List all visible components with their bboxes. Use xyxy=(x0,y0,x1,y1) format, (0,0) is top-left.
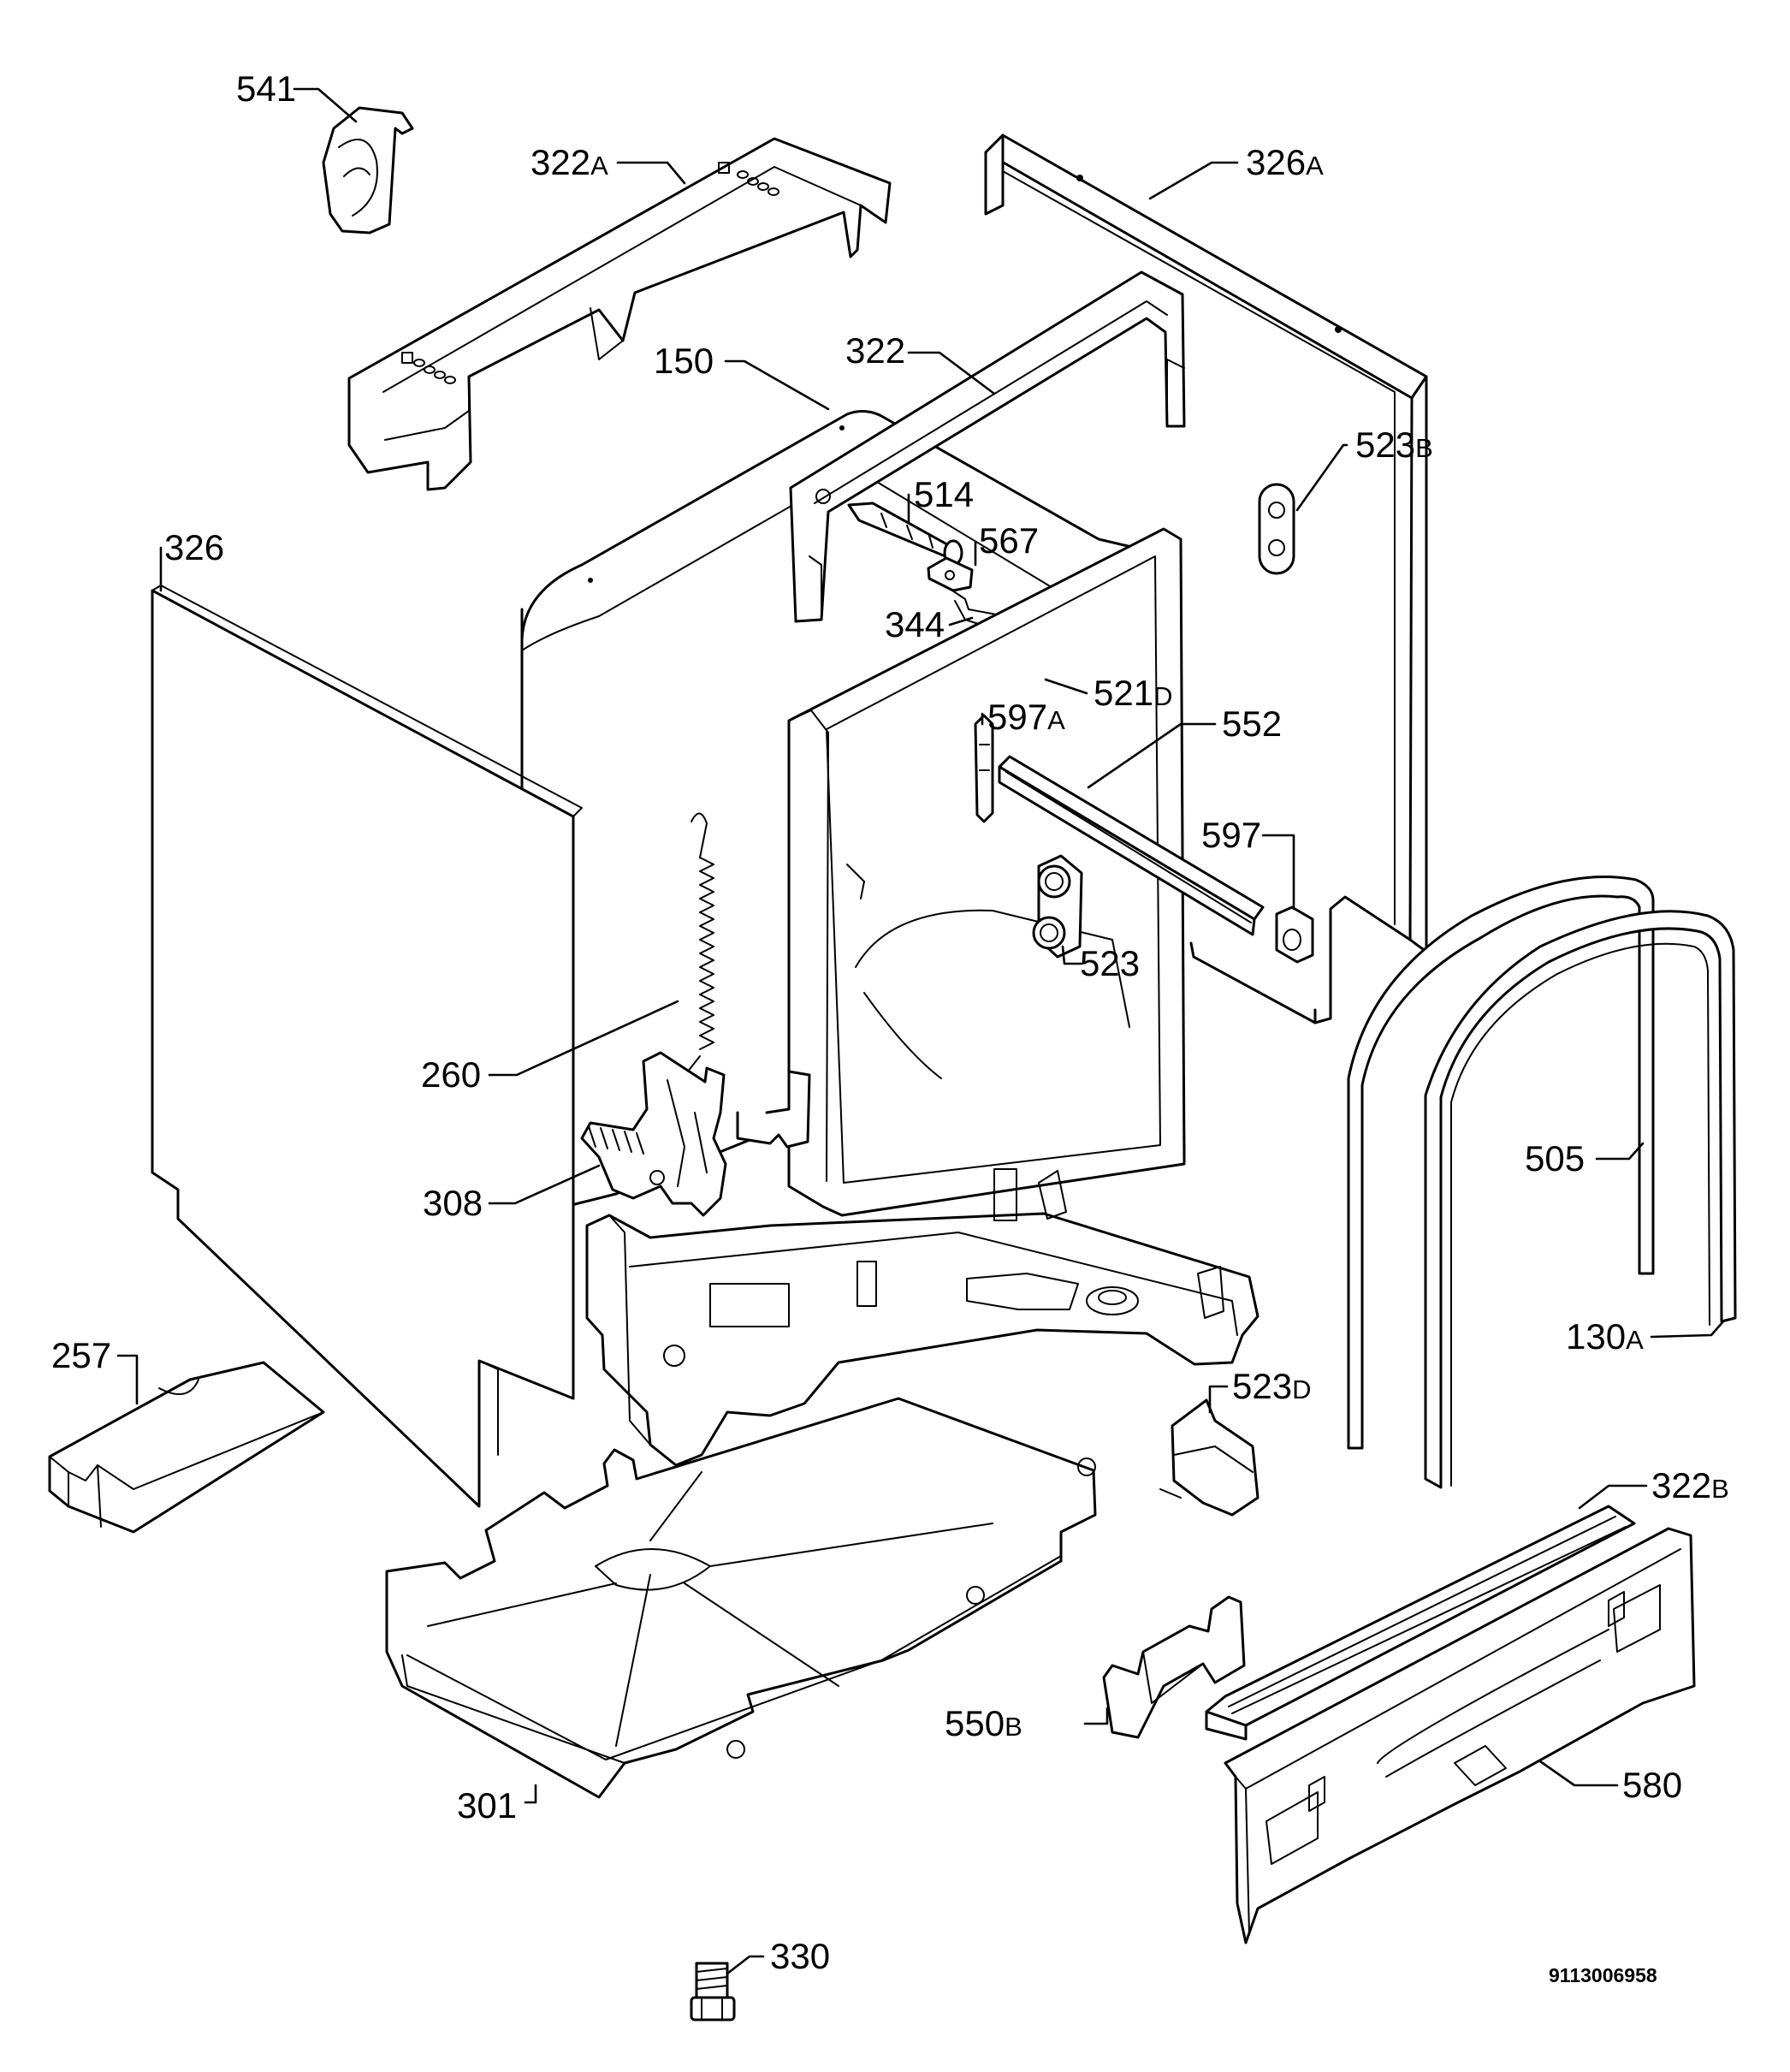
part-side-panel-326a xyxy=(984,134,1428,1024)
part-bracket-550b xyxy=(1102,1595,1246,1739)
part-grommet-523 xyxy=(1032,854,1083,959)
part-grommet-523b xyxy=(1258,483,1295,575)
callout-257: 257 xyxy=(51,1335,111,1375)
part-bracket-523d xyxy=(1159,1398,1260,1517)
callout-344: 344 xyxy=(885,604,945,644)
callout-523: 523 xyxy=(1080,943,1140,983)
part-fitting-330 xyxy=(690,1962,736,2022)
part-rail-322b xyxy=(1205,1505,1636,1741)
callout-150: 150 xyxy=(654,341,714,381)
callout-322a: 322A xyxy=(530,142,608,182)
callout-541: 541 xyxy=(236,68,296,109)
part-box-257 xyxy=(48,1361,325,1534)
callout-552: 552 xyxy=(1222,704,1282,744)
callout-523b: 523B xyxy=(1355,424,1433,465)
callout-597: 597 xyxy=(1201,815,1261,855)
part-endcap-597 xyxy=(1275,905,1314,964)
part-clip-541 xyxy=(322,106,414,235)
callout-514: 514 xyxy=(914,474,974,514)
callout-308: 308 xyxy=(423,1183,483,1223)
part-bracket-567 xyxy=(927,556,974,592)
callout-505: 505 xyxy=(1525,1138,1585,1178)
leader-lines xyxy=(116,87,1725,1975)
callout-260: 260 xyxy=(421,1054,481,1095)
callout-322: 322 xyxy=(845,330,905,371)
callout-labels: 541 322A 326A 150 322 523B 514 567 326 3… xyxy=(51,68,1729,1986)
part-top-frame-322a xyxy=(347,137,892,491)
callout-130a: 130A xyxy=(1566,1316,1644,1357)
part-side-panel-326 xyxy=(151,585,583,1508)
part-base-frame xyxy=(585,1168,1260,1467)
part-rail-552 xyxy=(998,755,1265,936)
document-number: 9113006958 xyxy=(1549,1964,1657,1986)
callout-326: 326 xyxy=(164,527,224,567)
part-kickplate-580 xyxy=(1224,1527,1696,1944)
callout-567: 567 xyxy=(979,520,1039,561)
callout-326a: 326A xyxy=(1246,142,1324,182)
part-top-frame-322 xyxy=(789,270,1186,623)
callout-580: 580 xyxy=(1622,1765,1682,1805)
part-gasket-130a xyxy=(1424,910,1737,1489)
part-tub-front-frame xyxy=(736,527,1186,1217)
part-tray-301 xyxy=(385,1397,1097,1799)
part-gasket-505 xyxy=(1347,876,1655,1450)
part-clip-597a xyxy=(974,714,994,823)
callout-521d: 521D xyxy=(1094,673,1172,713)
callout-322b: 322B xyxy=(1651,1465,1729,1505)
callout-597a: 597A xyxy=(987,697,1065,737)
callout-301: 301 xyxy=(457,1785,517,1826)
callout-550b: 550B xyxy=(945,1703,1022,1743)
part-hinge-308 xyxy=(580,1051,727,1217)
part-pin-514 xyxy=(847,502,963,567)
callout-330: 330 xyxy=(770,1936,830,1976)
callout-523d: 523D xyxy=(1232,1366,1311,1406)
